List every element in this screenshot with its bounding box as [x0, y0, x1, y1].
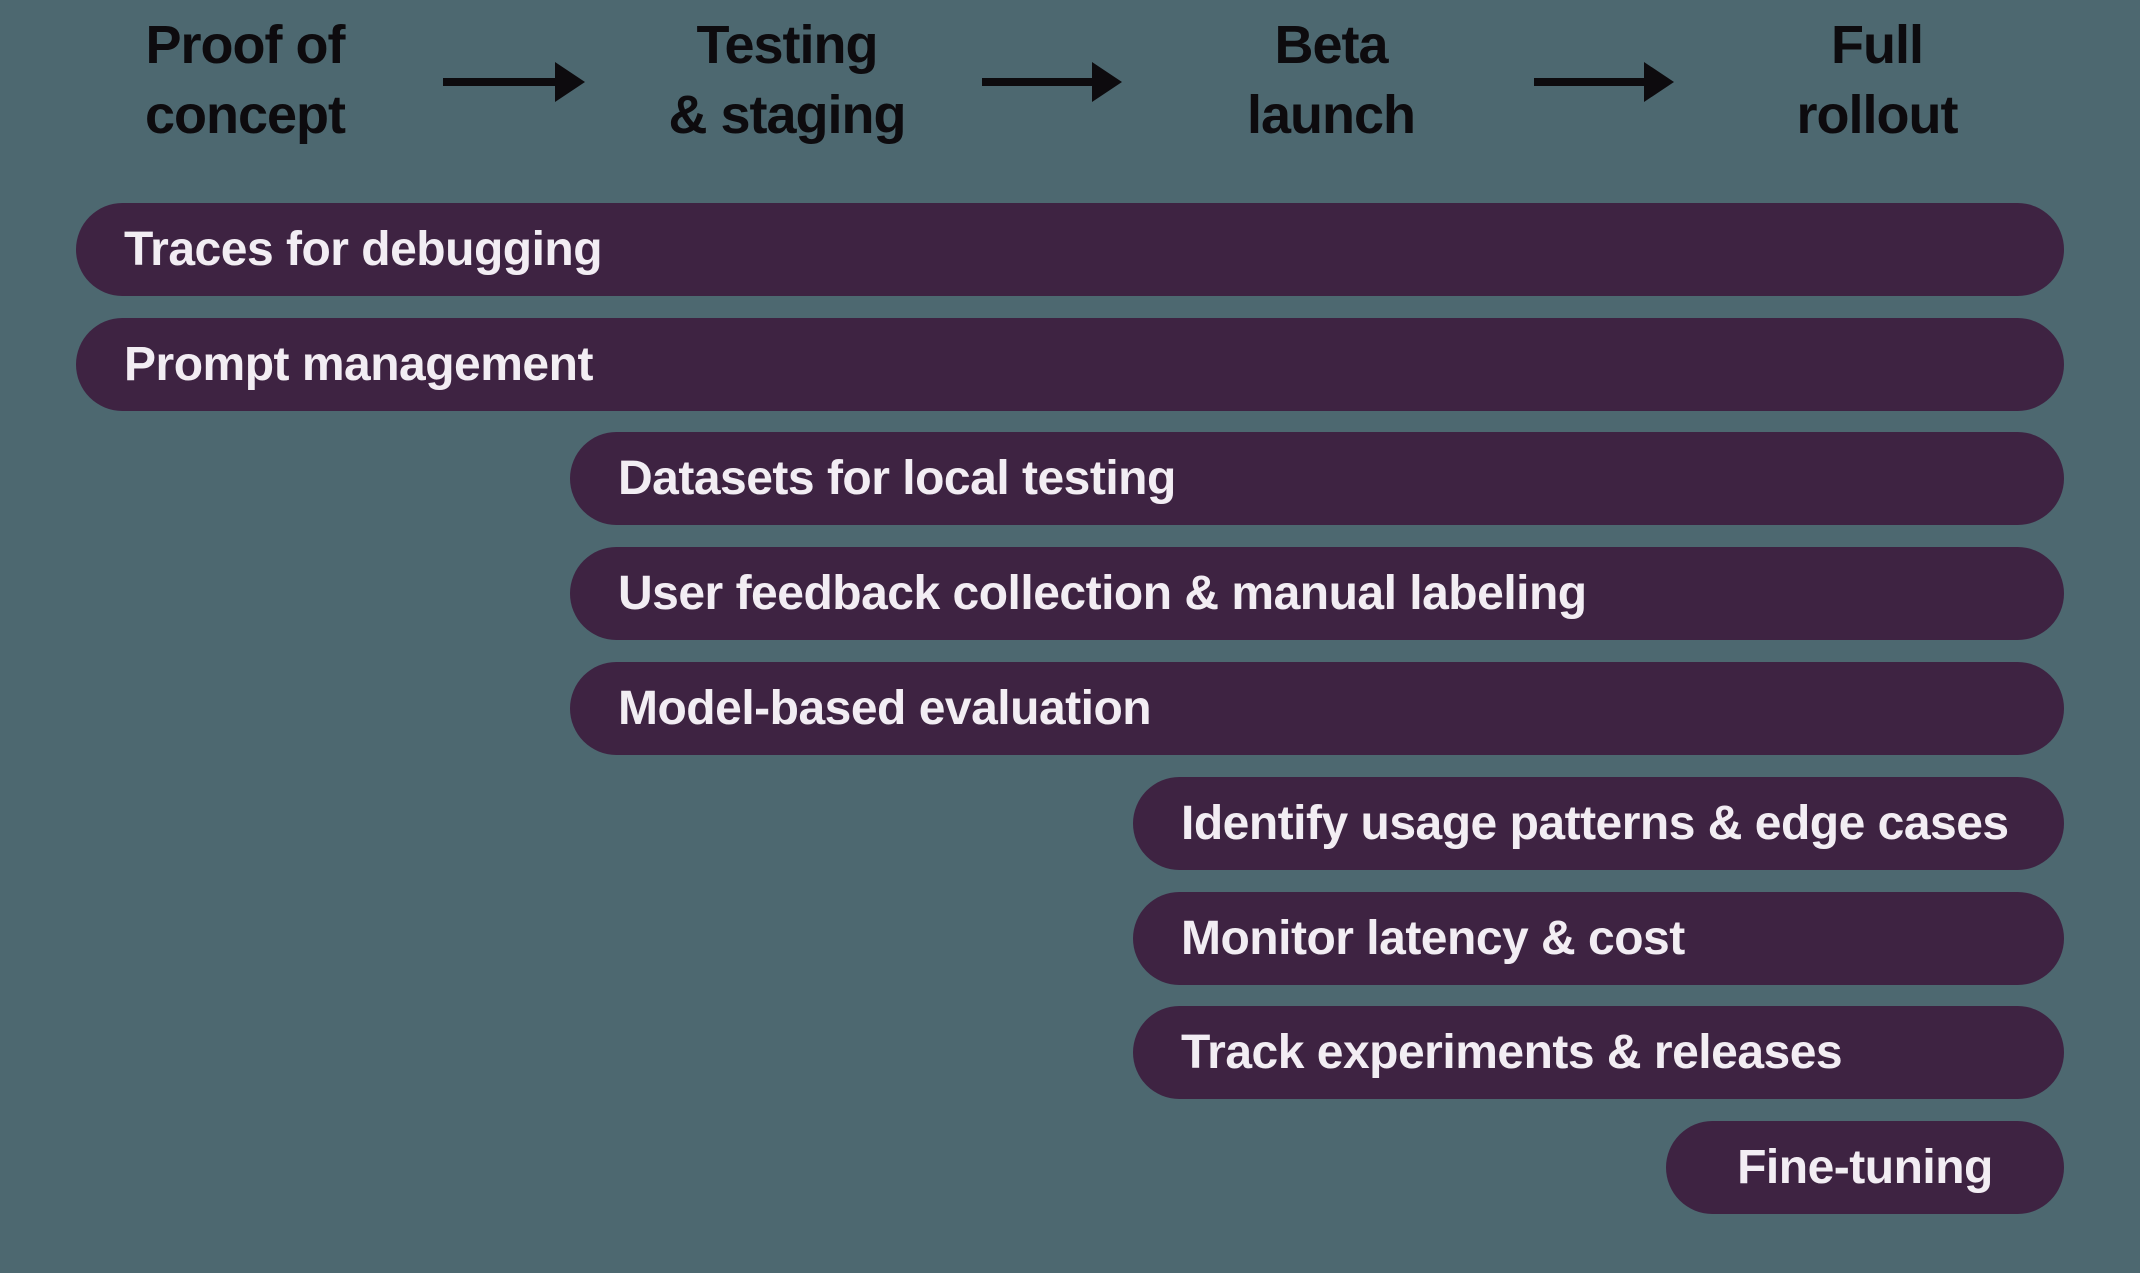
bar-monitor-latency-cost: Monitor latency & cost — [1133, 892, 2064, 985]
arrow-right-icon — [1534, 62, 1674, 102]
bar-label: Track experiments & releases — [1181, 1026, 1843, 1079]
bar-label: Datasets for local testing — [618, 452, 1176, 505]
phase-label-beta-launch: Beta launch — [1246, 15, 1416, 145]
arrow-right-icon — [443, 62, 585, 102]
bar-model-based-evaluation: Model-based evaluation — [570, 662, 2064, 755]
arrow-shaft — [982, 78, 1098, 86]
bar-track-experiments-releases: Track experiments & releases — [1133, 1006, 2064, 1099]
arrow-head — [555, 62, 585, 102]
bar-traces-for-debugging: Traces for debugging — [76, 203, 2064, 296]
arrow-shaft — [1534, 78, 1650, 86]
bar-label: User feedback collection & manual labeli… — [618, 567, 1587, 620]
arrow-shaft — [443, 78, 561, 86]
bar-prompt-management: Prompt management — [76, 318, 2064, 411]
phase-label-testing-staging: Testing & staging — [668, 15, 906, 145]
arrow-head — [1644, 62, 1674, 102]
bar-label: Model-based evaluation — [618, 682, 1152, 735]
bar-label: Traces for debugging — [124, 223, 603, 276]
phase-label-proof-of-concept: Proof of concept — [144, 15, 346, 145]
bar-label: Identify usage patterns & edge cases — [1181, 797, 2009, 850]
bar-user-feedback-collection: User feedback collection & manual labeli… — [570, 547, 2064, 640]
bar-datasets-for-local-testing: Datasets for local testing — [570, 432, 2064, 525]
bar-fine-tuning: Fine-tuning — [1666, 1121, 2064, 1214]
arrow-right-icon — [982, 62, 1122, 102]
arrow-head — [1092, 62, 1122, 102]
bar-label: Prompt management — [124, 338, 593, 391]
phase-label-full-rollout: Full rollout — [1796, 15, 1959, 145]
bar-label: Monitor latency & cost — [1181, 912, 1685, 965]
bar-identify-usage-patterns: Identify usage patterns & edge cases — [1133, 777, 2064, 870]
bar-label: Fine-tuning — [1737, 1141, 1993, 1194]
